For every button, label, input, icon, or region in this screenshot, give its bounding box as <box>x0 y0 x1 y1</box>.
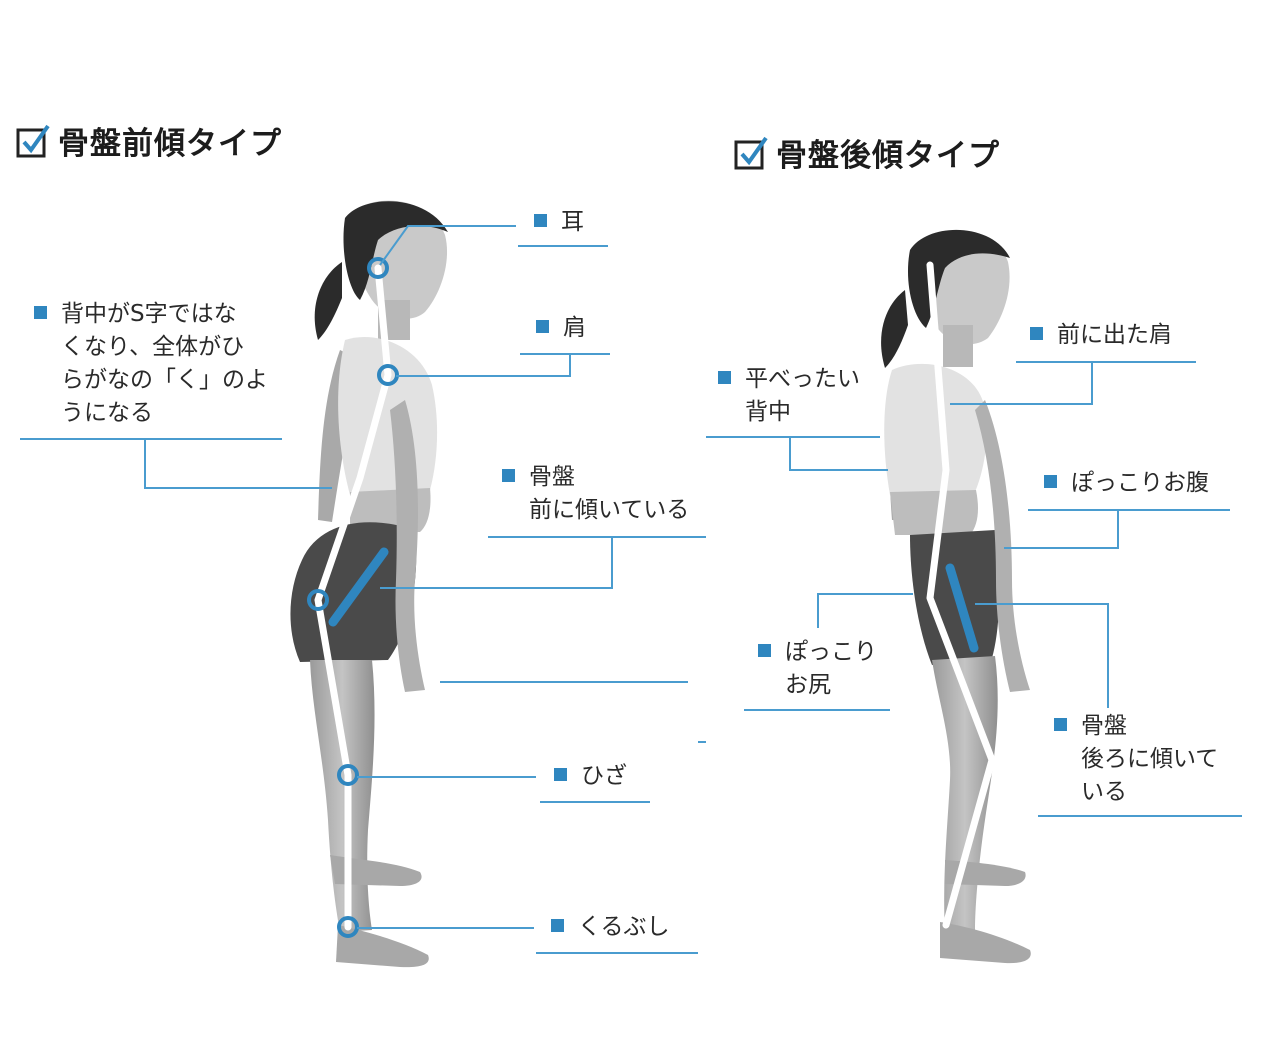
label-shoulder: 肩 <box>536 312 586 345</box>
right-figure <box>881 229 1031 964</box>
label-pelvis-anterior: 骨盤 前に傾いている <box>502 461 689 527</box>
bullet-square-icon <box>758 644 771 657</box>
label-flat-back: 平べったい 背中 <box>718 363 860 429</box>
label-back: 背中がS字ではな くなり、全体がひ らがなの「く」のよ うになる <box>34 298 268 430</box>
bullet-square-icon <box>536 320 549 333</box>
bullet-square-icon <box>1044 475 1057 488</box>
left-title-text: 骨盤前傾タイプ <box>58 126 282 162</box>
label-belly: ぽっこりお腹 <box>1044 467 1209 500</box>
right-leader-lines <box>706 361 1242 817</box>
bullet-square-icon <box>534 214 547 227</box>
label-ankle: くるぶし <box>551 911 670 944</box>
bullet-square-icon <box>551 919 564 932</box>
bullet-square-icon <box>1030 327 1043 340</box>
bullet-square-icon <box>34 306 47 319</box>
left-title: 骨盤前傾タイプ <box>16 118 282 163</box>
checkbox-icon <box>734 136 768 169</box>
bullet-square-icon <box>502 469 515 482</box>
label-forward-shoulder: 前に出た肩 <box>1030 319 1172 352</box>
bullet-square-icon <box>1054 718 1067 731</box>
label-pelvis-posterior: 骨盤 後ろに傾いて いる <box>1054 710 1218 809</box>
left-figure <box>290 200 448 968</box>
bullet-square-icon <box>718 371 731 384</box>
right-title-text: 骨盤後傾タイプ <box>776 138 1000 174</box>
left-leader-lines <box>20 225 706 954</box>
bullet-square-icon <box>554 768 567 781</box>
right-title: 骨盤後傾タイプ <box>734 130 1000 175</box>
checkbox-icon <box>16 124 50 157</box>
label-hip: ぽっこり お尻 <box>758 636 877 702</box>
label-knee: ひざ <box>554 760 627 793</box>
label-ear: 耳 <box>534 206 584 239</box>
